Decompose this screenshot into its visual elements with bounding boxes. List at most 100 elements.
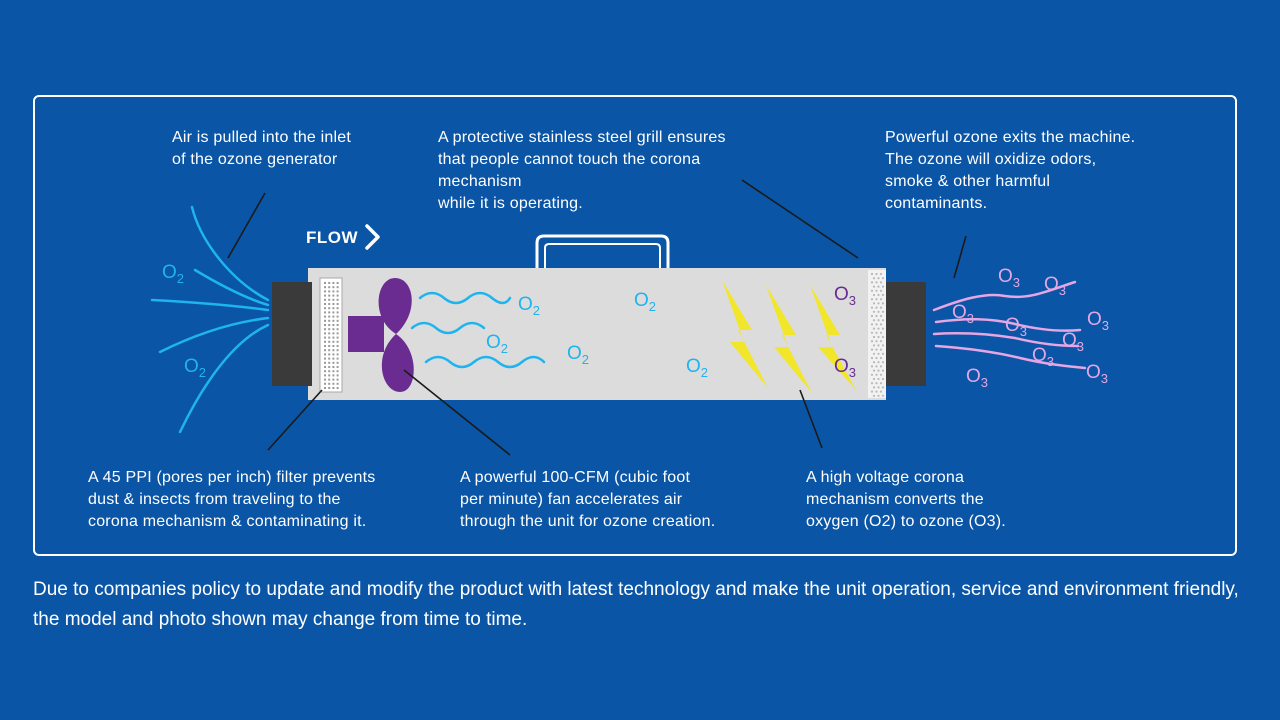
filter-mesh-dot: [332, 319, 335, 322]
fan-blade-bottom: [381, 334, 414, 392]
molecule-subscript: 2: [701, 365, 708, 380]
grill-mesh-dot: [870, 373, 874, 376]
filter-mesh-dot: [328, 328, 331, 331]
filter-mesh-dot: [324, 378, 326, 381]
grill-mesh-dot: [877, 344, 880, 347]
filter-mesh-dot: [336, 324, 339, 326]
molecule-subscript: 2: [649, 299, 656, 314]
grill-mesh-dot: [877, 277, 880, 280]
filter-mesh-dot: [336, 286, 339, 289]
grill-mesh-dot: [877, 394, 880, 397]
molecule-symbol: O: [998, 266, 1013, 287]
filter-mesh-dot: [324, 357, 326, 360]
ozone-label: O3: [834, 356, 856, 380]
grill-mesh-dot: [881, 327, 885, 330]
molecule-symbol: O: [184, 356, 199, 377]
grill-mesh-dot: [881, 361, 885, 364]
grill-mesh-dot: [875, 306, 878, 309]
grill-mesh-dot: [870, 390, 874, 393]
grill-mesh-dot: [875, 281, 878, 284]
grill-mesh-dot: [879, 348, 883, 351]
filter-mesh-dot: [336, 282, 339, 284]
molecule-symbol: O: [1044, 274, 1059, 295]
grill-mesh-dot: [881, 386, 885, 389]
grill-mesh-dot: [877, 327, 880, 330]
grill-mesh-dot: [879, 272, 883, 276]
grill-mesh-dot: [875, 340, 878, 343]
filter-mesh-dot: [328, 370, 331, 373]
ozone-label: O3: [1032, 345, 1054, 369]
molecule-symbol: O: [1032, 345, 1047, 366]
grill-mesh-dot: [879, 373, 883, 376]
molecule-subscript: 2: [501, 341, 508, 356]
grill-mesh-dot: [879, 365, 883, 368]
oxygen-label: O2: [518, 294, 540, 318]
grill-mesh-dot: [875, 314, 878, 318]
outlet-cap: [886, 282, 926, 386]
molecule-subscript: 2: [177, 271, 184, 286]
filter-mesh-dot: [332, 345, 335, 347]
annotation-filter: A 45 PPI (pores per inch) filter prevent…: [88, 469, 376, 530]
molecule-subscript: 3: [1013, 275, 1020, 290]
grill-mesh-dot: [879, 298, 883, 301]
lightning-bolt: [722, 280, 768, 388]
filter-mesh-dot: [324, 324, 326, 326]
grill-mesh-dot: [870, 348, 874, 351]
oxygen-label: O2: [184, 356, 206, 380]
grill-mesh-dot: [872, 319, 876, 322]
molecule-symbol: O: [834, 356, 849, 377]
ozone-label: O3: [1044, 274, 1066, 298]
grill-mesh-dot: [881, 377, 885, 381]
grill-mesh-dot: [881, 293, 885, 297]
grill-mesh-dot: [877, 293, 880, 297]
filter-mesh-dot: [332, 282, 335, 284]
grill-mesh: [870, 272, 885, 397]
filter-mesh-dot: [336, 311, 339, 314]
filter-mesh-dot: [332, 374, 335, 377]
filter-mesh-dot: [324, 340, 326, 343]
grill-mesh-dot: [879, 281, 883, 284]
grill-mesh-dot: [870, 272, 874, 276]
grill-mesh-dot: [870, 323, 874, 326]
lightning-bolt: [766, 285, 812, 393]
annotation-corona: A high voltage corona mechanism converts…: [806, 469, 1006, 530]
molecule-symbol: O: [1062, 330, 1077, 351]
filter-mesh-dot: [328, 374, 331, 377]
molecule-subscript: 2: [533, 303, 540, 318]
filter-mesh-dot: [324, 366, 326, 368]
ppi-filter: [319, 277, 343, 393]
fan-motor: [348, 316, 384, 352]
filter-mesh-dot: [324, 303, 326, 305]
filter-mesh-dot: [336, 298, 339, 301]
grill-mesh-dot: [879, 331, 883, 334]
grill-mesh-dot: [872, 310, 876, 313]
grill-mesh-dot: [879, 314, 883, 318]
grill-mesh-dot: [881, 285, 885, 288]
filter-mesh-dot: [332, 353, 335, 356]
molecule-symbol: O: [1086, 362, 1101, 383]
molecule-symbol: O: [952, 302, 967, 323]
grill-mesh-dot: [870, 298, 874, 301]
filter-mesh-dot: [332, 378, 335, 381]
filter-mesh-dot: [324, 361, 326, 364]
filter-mesh-dot: [336, 290, 339, 293]
grill-mesh-dot: [872, 327, 876, 330]
filter-mesh-dot: [328, 336, 331, 339]
filter-mesh-dot: [336, 374, 339, 377]
annotation-fan: A powerful 100-CFM (cubic foot per minut…: [460, 469, 716, 530]
filter-mesh-dot: [332, 324, 335, 326]
filter-mesh-dot: [324, 370, 326, 373]
filter-mesh-dot: [328, 307, 331, 310]
filter-mesh-dot: [336, 328, 339, 331]
filter-mesh-dot: [324, 307, 326, 310]
filter-mesh-dot: [328, 340, 331, 343]
fan-blade-top: [378, 278, 412, 334]
molecule-symbol: O: [486, 332, 501, 353]
filter-mesh-dot: [324, 282, 326, 284]
grill-mesh-dot: [877, 386, 880, 389]
filter-mesh-dot: [332, 328, 335, 331]
filter-mesh-dot: [328, 378, 331, 381]
molecule-subscript: 3: [981, 375, 988, 390]
grill-mesh-dot: [870, 281, 874, 284]
grill-mesh-dot: [877, 352, 880, 355]
